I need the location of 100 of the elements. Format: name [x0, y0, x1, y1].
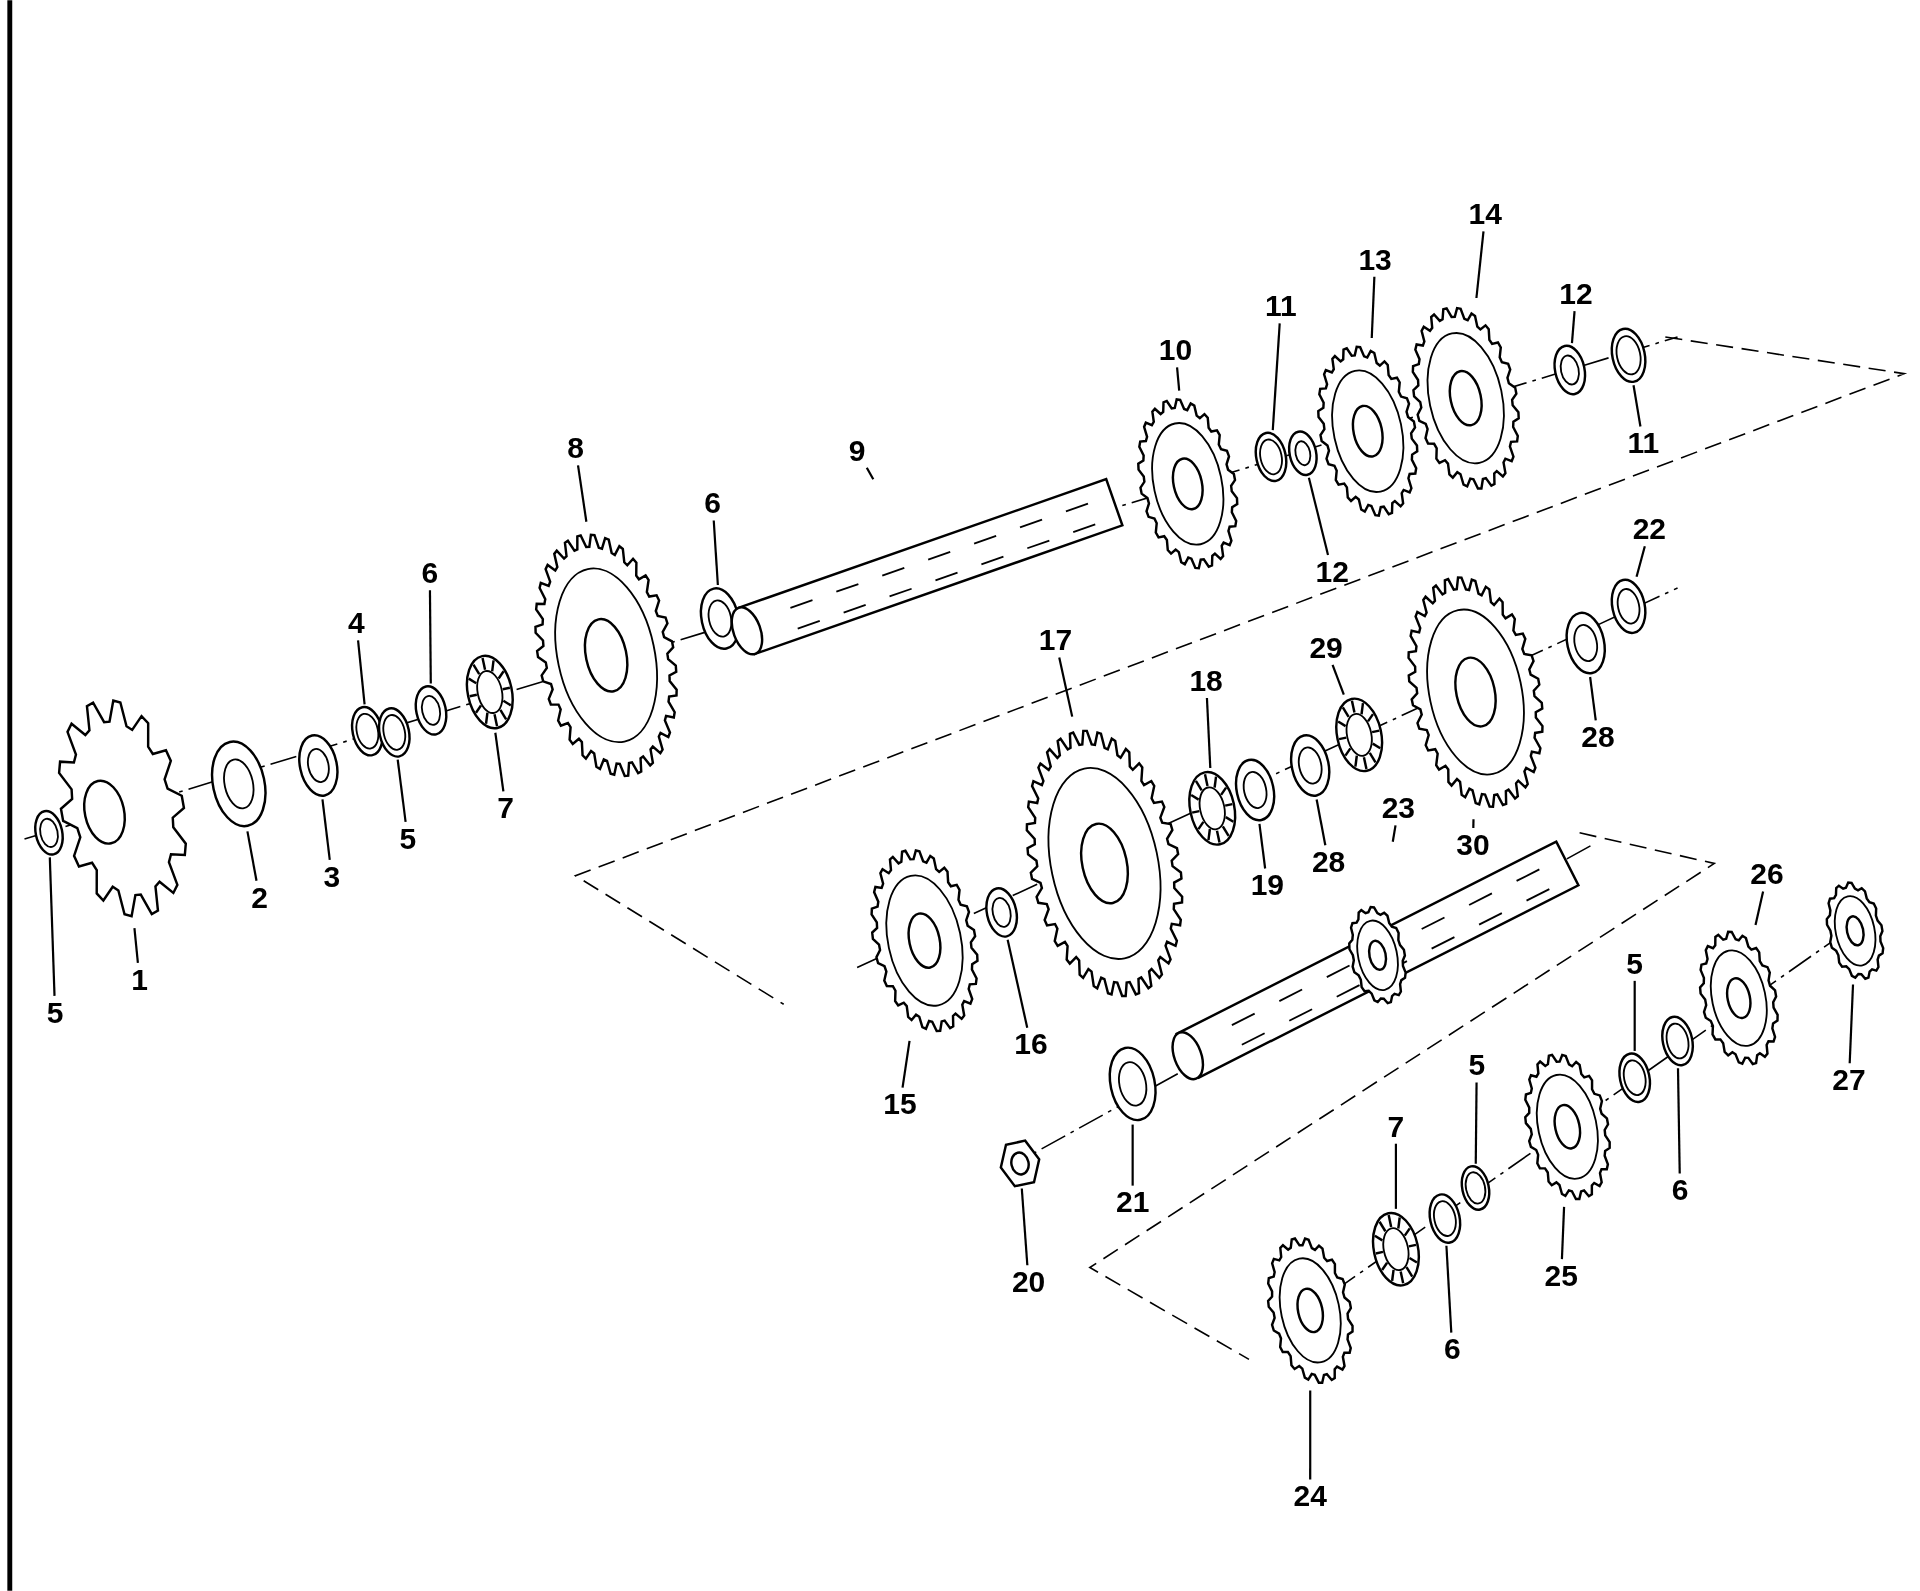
- leader-line: [1394, 1143, 1397, 1209]
- callout-number: 4: [344, 606, 369, 641]
- callout-number: 9: [845, 433, 870, 468]
- callout-number: 13: [1354, 242, 1397, 277]
- callout-number: 16: [1010, 1027, 1052, 1062]
- ring-drawing: [1661, 1015, 1694, 1067]
- washer-drawing: [1289, 734, 1331, 797]
- callout-number: 28: [1307, 845, 1350, 880]
- washer-drawing: [1234, 758, 1276, 822]
- washer-drawing: [1565, 611, 1606, 675]
- callout-number: 5: [1622, 946, 1647, 981]
- callout-number: 11: [1622, 426, 1665, 461]
- callout-number: 25: [1540, 1258, 1583, 1293]
- callout-number: 1: [127, 962, 152, 997]
- callout-number: 22: [1628, 511, 1671, 546]
- leader-line: [356, 640, 366, 705]
- leader-line: [712, 520, 719, 586]
- leader-line: [1475, 231, 1485, 299]
- gear-drawing: [1266, 1237, 1354, 1384]
- gear-drawing: [1317, 345, 1419, 517]
- leader-line: [576, 465, 588, 522]
- leader-line: [1632, 385, 1642, 427]
- gear-drawing: [1825, 881, 1885, 981]
- circlip-drawing: [1610, 578, 1647, 635]
- callout-number: 15: [879, 1087, 921, 1122]
- gear-drawing: [1698, 930, 1779, 1066]
- callout-number: 17: [1034, 623, 1077, 658]
- callout-number: 30: [1452, 827, 1495, 862]
- leader-line: [133, 928, 139, 963]
- callout-number: 26: [1745, 857, 1788, 892]
- callout-number: 5: [43, 995, 68, 1030]
- leader-line: [1370, 276, 1376, 339]
- leader-line: [1020, 1188, 1029, 1266]
- leader-line: [1445, 1245, 1453, 1333]
- callout-number: 28: [1576, 720, 1619, 755]
- ring-drawing: [1428, 1193, 1462, 1244]
- leader-line: [1474, 1082, 1478, 1164]
- shaft-drawing: [730, 477, 1124, 656]
- callout-number: 6: [1668, 1173, 1692, 1208]
- gear-drawing: [1137, 398, 1239, 570]
- callout-number: 23: [1377, 791, 1420, 826]
- callout-number: 8: [563, 431, 588, 466]
- callout-number: 5: [1464, 1048, 1489, 1083]
- callout-number: 7: [1383, 1109, 1408, 1144]
- leader-line: [1331, 664, 1345, 695]
- needle-bearing-drawing: [1188, 770, 1237, 846]
- gear-drawing: [1411, 306, 1520, 490]
- callout-number: 6: [417, 556, 442, 591]
- leader-line: [428, 590, 432, 684]
- washer-drawing: [1108, 1046, 1157, 1122]
- leader-line: [901, 1040, 911, 1088]
- callout-number: 21: [1111, 1185, 1154, 1220]
- callout-number: 11: [1259, 289, 1302, 324]
- leader-line: [1570, 311, 1576, 344]
- callout-number: 19: [1246, 868, 1289, 903]
- callout-number: 12: [1311, 554, 1354, 589]
- leader-line: [1175, 367, 1181, 391]
- washer-drawing: [414, 685, 448, 736]
- ring-drawing: [377, 707, 411, 758]
- callout-number: 14: [1464, 197, 1507, 232]
- needle-bearing-drawing: [1335, 697, 1384, 773]
- ring-drawing: [1460, 1165, 1491, 1211]
- sprocket-drawing: [57, 698, 188, 918]
- leader-line: [1309, 1390, 1312, 1480]
- leader-line: [865, 467, 875, 480]
- needle-bearing-drawing: [1371, 1211, 1420, 1287]
- leader-line: [321, 799, 331, 861]
- leader-line: [1258, 823, 1267, 869]
- circlip-drawing: [34, 809, 64, 856]
- callout-number: 20: [1007, 1265, 1050, 1300]
- callout-number: 27: [1827, 1063, 1870, 1097]
- leader-line: [396, 759, 407, 823]
- leader-line: [246, 831, 258, 881]
- collar-drawing: [1287, 430, 1318, 477]
- leader-line: [1633, 980, 1636, 1051]
- callout-number: 3: [319, 859, 344, 894]
- callout-number: 5: [395, 821, 420, 856]
- leader-line: [1006, 939, 1029, 1028]
- callout-number: 18: [1185, 663, 1228, 698]
- leader-line: [1271, 323, 1281, 431]
- ring-drawing: [1254, 431, 1288, 483]
- callout-number: 6: [1440, 1332, 1465, 1367]
- gear-drawing: [1524, 1053, 1611, 1201]
- collar-drawing: [298, 734, 339, 797]
- washer-drawing: [985, 887, 1019, 938]
- callout-number: 10: [1154, 333, 1197, 368]
- gear-drawing: [870, 849, 979, 1033]
- callout-number: 7: [493, 791, 518, 826]
- ring-drawing: [1610, 327, 1647, 384]
- callout-number: 2: [247, 880, 272, 915]
- leader-line: [1635, 545, 1646, 578]
- needle-bearing-drawing: [465, 654, 514, 730]
- leader-line: [1058, 657, 1074, 717]
- washer-drawing: [1553, 344, 1587, 396]
- callout-number: 12: [1554, 276, 1597, 311]
- leader-line: [1589, 676, 1597, 721]
- leader-line: [1131, 1124, 1134, 1186]
- ring-drawing: [1618, 1052, 1652, 1104]
- callout-number: 6: [700, 486, 725, 521]
- callout-number: 29: [1305, 630, 1348, 665]
